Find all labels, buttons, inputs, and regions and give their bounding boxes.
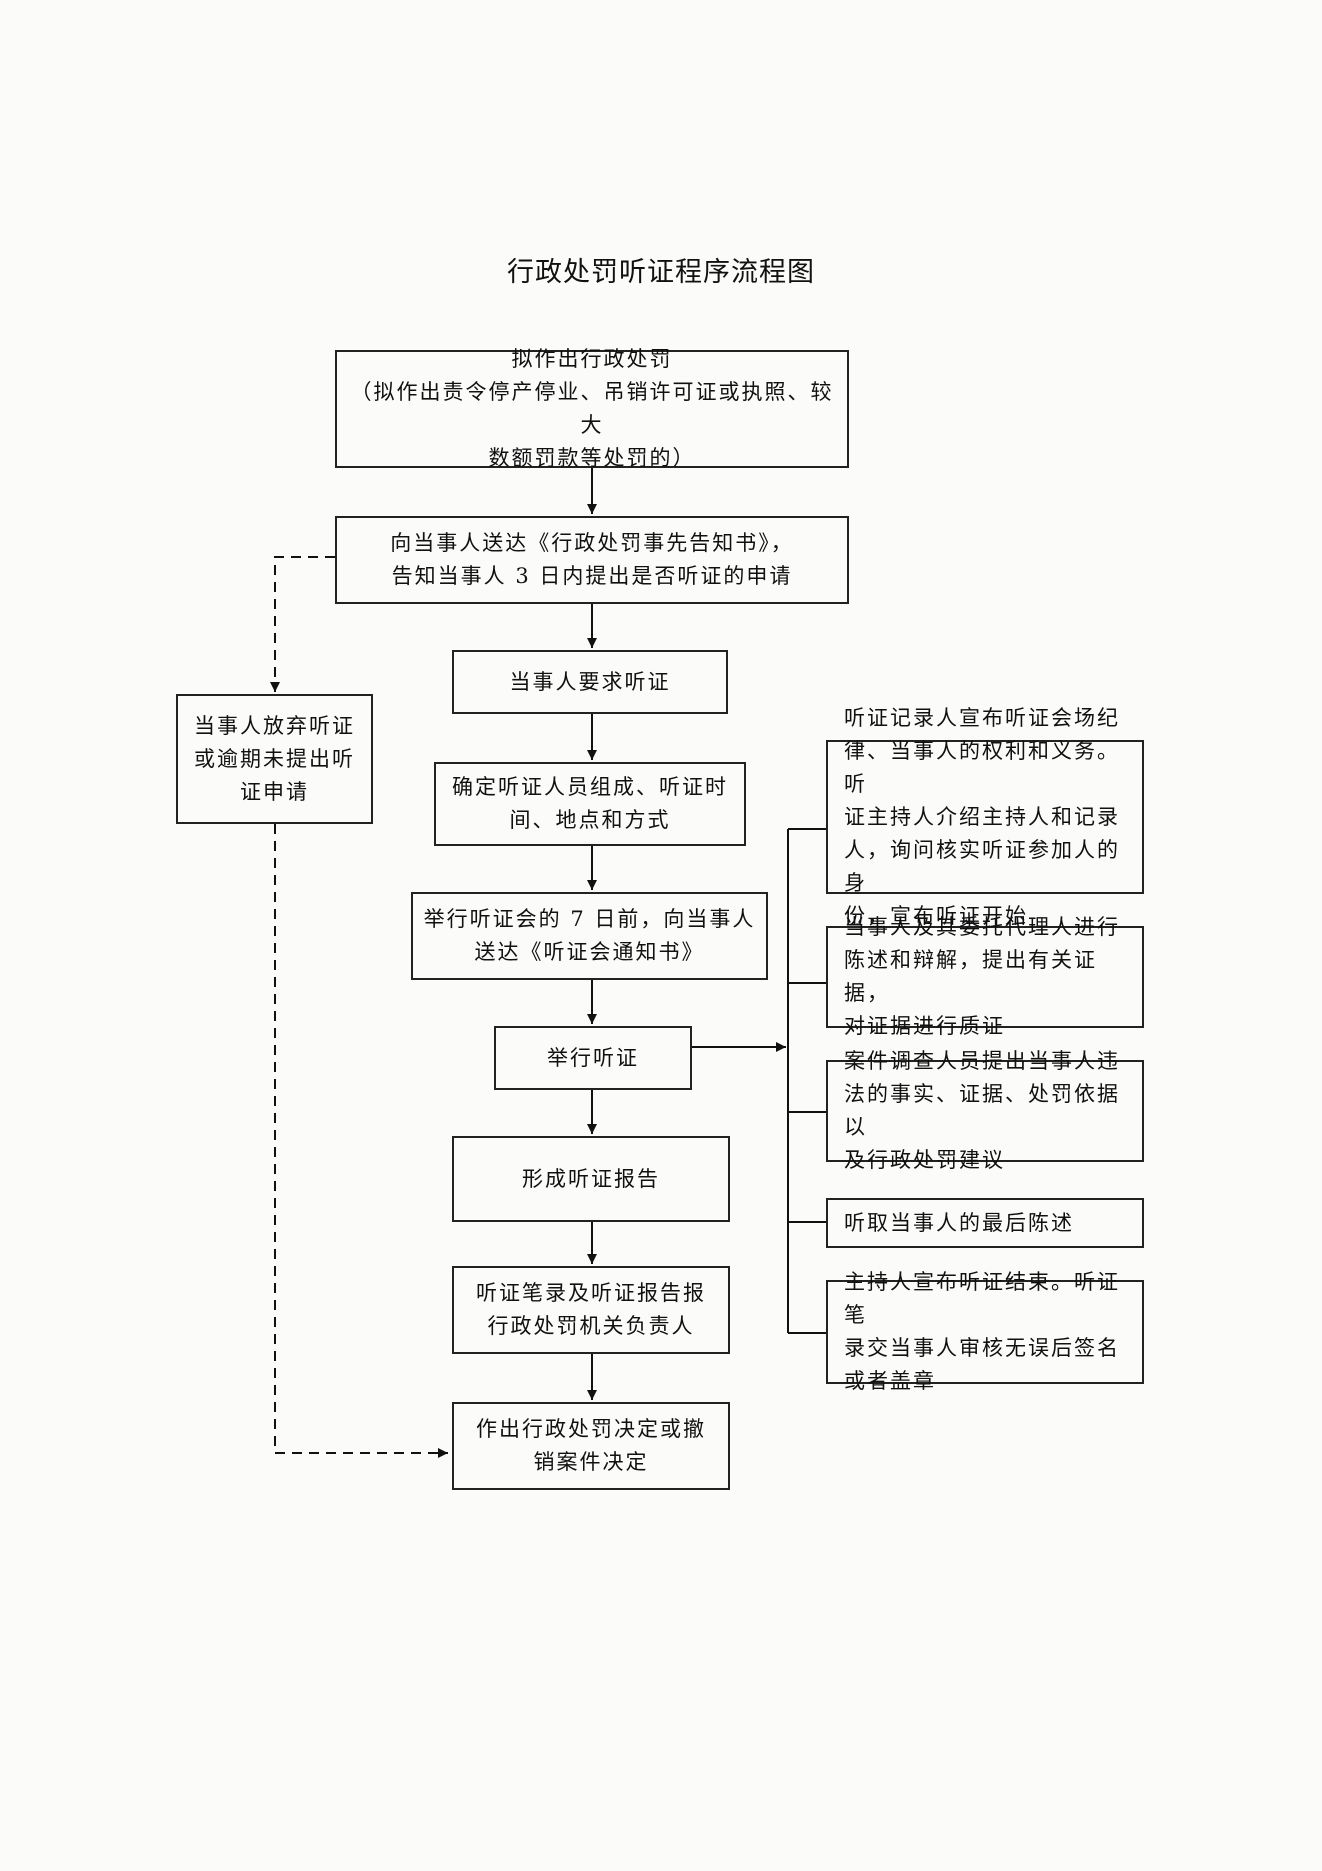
node-form-report: 形成听证报告 [452,1136,730,1222]
box-text-line: 向当事人送达《行政处罚事先告知书》， [390,531,794,555]
node-hold-hearing: 举行听证 [494,1026,692,1090]
box-text-line: 律、当事人的权利和义务。听 [844,738,1120,796]
box-text-line: 举行听证 [547,1045,639,1070]
box-text-line: 主持人宣布听证结束。听证笔 [844,1270,1120,1327]
box-text-line: （拟作出责令停产停业、吊销许可证或执照、较大 [350,380,834,437]
box-text-line: 案件调查人员提出当事人违 [844,1049,1120,1073]
page-title: 行政处罚听证程序流程图 [507,257,815,288]
hearing-step-open: 听证记录人宣布听证会场纪律、当事人的权利和义务。听证主持人介绍主持人和记录人，询… [826,706,1144,928]
hearing-step-close: 主持人宣布听证结束。听证笔录交当事人审核无误后签名或者盖章 [826,1270,1144,1393]
box-text-line: 销案件决定 [533,1450,649,1474]
box-text-line: 告知当事人 3 日内提出是否听证的申请 [391,564,793,588]
box-text-line: 或逾期未提出听 [194,746,355,771]
box-text-line: 拟作出行政处罚 [511,347,673,371]
box-text-line: 确定听证人员组成、听证时 [452,775,728,799]
box-text-line: 份，宣布听证开始 [844,903,1028,928]
node-make-decision: 作出行政处罚决定或撤销案件决定 [452,1402,730,1490]
node-submit-report: 听证笔录及听证报告报行政处罚机关负责人 [452,1266,730,1354]
dashed-waive-to-decision [274,824,448,1458]
box-text-line: 陈述和辩解，提出有关证据， [844,948,1097,1005]
box-text-line: 送达《听证会通知书》 [474,940,705,964]
box-text-line: 听证记录人宣布听证会场纪 [844,705,1120,730]
box-text-line: 证主持人介绍主持人和记录 [844,804,1120,829]
node-propose-penalty: 拟作出行政处罚 （拟作出责令停产停业、吊销许可证或执照、较大数额罚款等处罚的） [335,347,849,470]
box-text-line: 对证据进行质证 [844,1014,1005,1038]
box-text-line: 当事人放弃听证 [194,713,355,738]
box-text-line: 数额罚款等处罚的） [488,446,696,470]
node-send-hearing-notice: 举行听证会的 7 日前，向当事人送达《听证会通知书》 [411,892,768,980]
hearing-step-final-statement: 听取当事人的最后陈述 [826,1198,1144,1248]
box-text-line: 当事人要求听证 [509,669,671,694]
hearing-step-investigator: 案件调查人员提出当事人违法的事实、证据、处罚依据以及行政处罚建议 [826,1049,1144,1172]
hearing-step-statement: 当事人及其委托代理人进行陈述和辩解，提出有关证据， 对证据进行质证 [826,915,1144,1038]
box-text-line: 法的事实、证据、处罚依据以 [844,1082,1120,1139]
box-text-line: 听取当事人的最后陈述 [844,1210,1074,1235]
node-determine-hearing: 确定听证人员组成、听证时间、地点和方式 [434,762,746,846]
box-text-line: 举行听证会的 7 日前，向当事人 [423,907,756,931]
dashed-notify-to-waive [270,556,335,692]
node-waive-hearing: 当事人放弃听证或逾期未提出听证申请 [176,694,373,824]
box-text-line: 作出行政处罚决定或撤 [476,1417,706,1441]
node-send-notice: 向当事人送达《行政处罚事先告知书》， 告知当事人 3 日内提出是否听证的申请 [335,516,849,604]
box-text-line: 当事人及其委托代理人进行 [844,915,1120,939]
box-text-line: 录交当事人审核无误后签名 [844,1336,1120,1360]
box-text-line: 或者盖章 [844,1369,936,1393]
box-text-line: 及行政处罚建议 [844,1148,1005,1172]
box-text-line: 听证笔录及听证报告报 [476,1281,706,1305]
node-request-hearing: 当事人要求听证 [452,650,728,714]
box-text-line: 行政处罚机关负责人 [487,1314,695,1338]
box-text-line: 间、地点和方式 [509,808,671,832]
box-text-line: 形成听证报告 [522,1166,660,1191]
box-text-line: 证申请 [240,779,309,804]
box-text-line: 人，询问核实听证参加人的身 [844,837,1120,895]
